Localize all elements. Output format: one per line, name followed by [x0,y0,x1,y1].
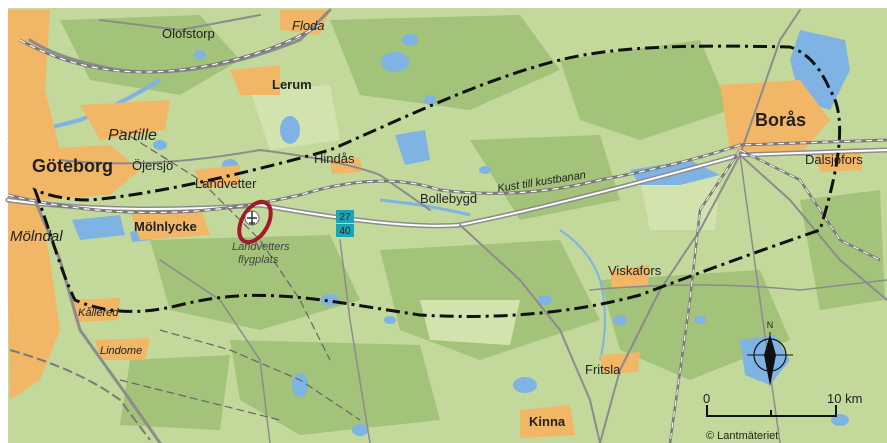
railways [7,23,887,443]
compass: N [747,320,793,386]
label-lerum: Lerum [272,77,312,92]
label-kallered: Kållered [78,307,119,319]
road-shield-40: 40 [336,224,354,237]
scale-end-label: 10 km [827,391,862,406]
airport-marker[interactable] [233,196,278,247]
label-olofstorp: Olofstorp [162,26,215,41]
label-partille: Partille [108,127,157,144]
scale-bar: 0 10 km [703,391,862,417]
compass-north-letter: N [767,320,774,330]
label-viskafors: Viskafors [608,263,662,278]
label-airport-line1: Landvetters [232,241,290,253]
label-goteborg: Göteborg [32,156,113,176]
label-ojersjo: Öjersjö [132,158,173,173]
label-boras: Borås [755,110,806,130]
road-shield-27: 27 [336,210,354,223]
copyright-label: © Lantmäteriet [706,430,778,442]
label-floda: Floda [292,18,325,33]
label-monlycke: Mölnlycke [134,219,197,234]
compass-arrow-icon [764,334,776,386]
label-kinna: Kinna [529,414,566,429]
label-landvetter: Landvetter [195,176,257,191]
label-molndal: Mölndal [10,228,63,245]
label-hindas: Hindås [314,151,355,166]
thin-boundaries [119,129,361,421]
label-fritsla: Fritsla [585,362,621,377]
svg-text:40: 40 [339,226,351,237]
scale-start-label: 0 [703,391,710,406]
label-airport-line2: flygplats [238,254,279,266]
label-bollebygd: Bollebygd [420,191,477,206]
label-lindome: Lindome [100,345,142,357]
svg-text:27: 27 [339,212,351,223]
plane-icon [247,211,257,225]
label-dalsjofors: Dalsjöfors [805,152,863,167]
